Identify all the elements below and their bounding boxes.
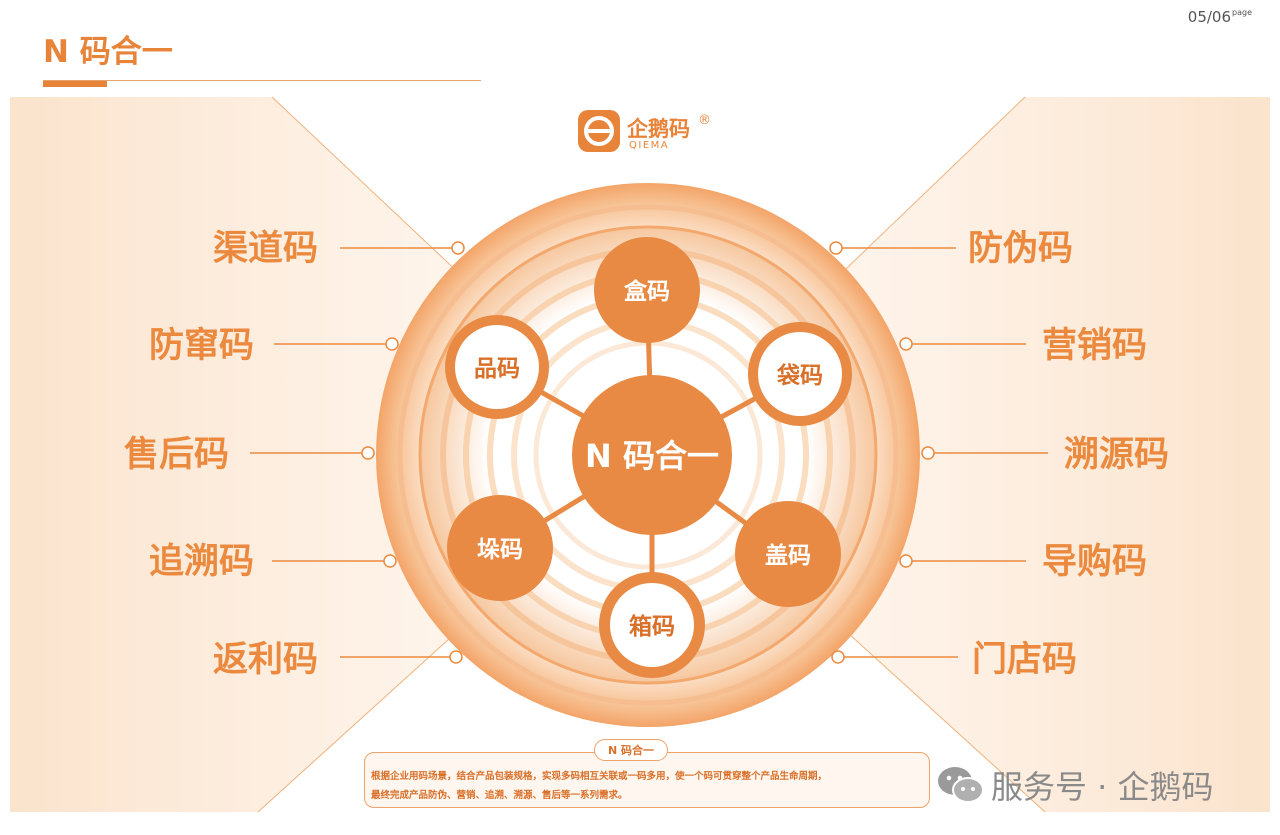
left-callout-dot-4 <box>383 554 397 568</box>
node-box-code <box>594 237 700 343</box>
node-box-code-label: 盒码 <box>623 278 670 305</box>
left-fan-background <box>10 97 652 812</box>
left-callout-dot-5 <box>449 650 463 664</box>
title-accent-bar <box>43 81 107 87</box>
logo-registered-mark: ® <box>698 113 711 128</box>
right-label-marketing-code: 营销码 <box>1042 326 1147 366</box>
page-number: 05/06page <box>1188 8 1252 26</box>
brand-logo: 企鹅码 QIEMA ® <box>578 110 711 152</box>
right-label-store-code: 门店码 <box>972 640 1077 680</box>
right-callout-dot-2 <box>899 337 913 351</box>
right-callout-dot-5 <box>831 650 845 664</box>
ring-2 <box>397 204 899 706</box>
node-bag-code-label: 袋码 <box>776 362 823 389</box>
description-line-2: 最终完成产品防伪、营销、追溯、溯源、售后等一系列需求。 <box>371 790 628 801</box>
right-label-shopping-guide-code: 导购码 <box>1042 542 1147 582</box>
description-line-1: 根据企业用码场景，结合产品包装规格，实现多码相互关联或一码多用，使一个码可贯穿整… <box>371 771 828 782</box>
left-callout-dot-2 <box>385 337 399 351</box>
left-label-anti-diversion-code: 防窜码 <box>149 326 254 366</box>
wechat-icon <box>938 767 984 803</box>
right-callout-dot-4 <box>899 554 913 568</box>
right-label-origin-code: 溯源码 <box>1064 435 1169 475</box>
right-callout-dot-3 <box>921 446 935 460</box>
node-pallet-code-label: 垛码 <box>477 537 523 563</box>
center-node-label: N 码合一 <box>585 437 719 475</box>
page-number-value: 05/06 <box>1187 8 1232 26</box>
right-fan-background <box>652 97 1270 812</box>
title-divider <box>43 80 481 81</box>
left-label-trace-code: 追溯码 <box>149 542 254 582</box>
logo-brand-cn: 企鹅码 <box>626 117 690 141</box>
description-tag: N 码合一 <box>594 739 668 761</box>
node-cap-code <box>735 501 841 607</box>
node-case-code-label: 箱码 <box>629 613 675 640</box>
left-callout-dot-1 <box>451 241 465 255</box>
watermark-text: 服务号 · 企鹅码 <box>991 768 1214 806</box>
center-node <box>572 375 732 535</box>
node-pallet-code <box>447 495 553 601</box>
watermark: 服务号 · 企鹅码 <box>935 760 1214 810</box>
left-label-rebate-code: 返利码 <box>213 640 318 680</box>
node-item-code-label: 品码 <box>474 356 520 382</box>
left-label-after-sales-code: 售后码 <box>124 435 229 475</box>
node-cap-code-label: 盖码 <box>765 542 811 569</box>
left-callout-dot-3 <box>361 446 375 460</box>
page-number-suffix: page <box>1232 8 1252 17</box>
right-label-anti-counterfeit-code: 防伪码 <box>968 229 1073 269</box>
logo-brand-en: QIEMA <box>629 140 669 151</box>
page-title: N 码合一 <box>43 34 173 70</box>
left-label-channel-code: 渠道码 <box>213 229 318 269</box>
right-callout-dot-1 <box>829 241 843 255</box>
